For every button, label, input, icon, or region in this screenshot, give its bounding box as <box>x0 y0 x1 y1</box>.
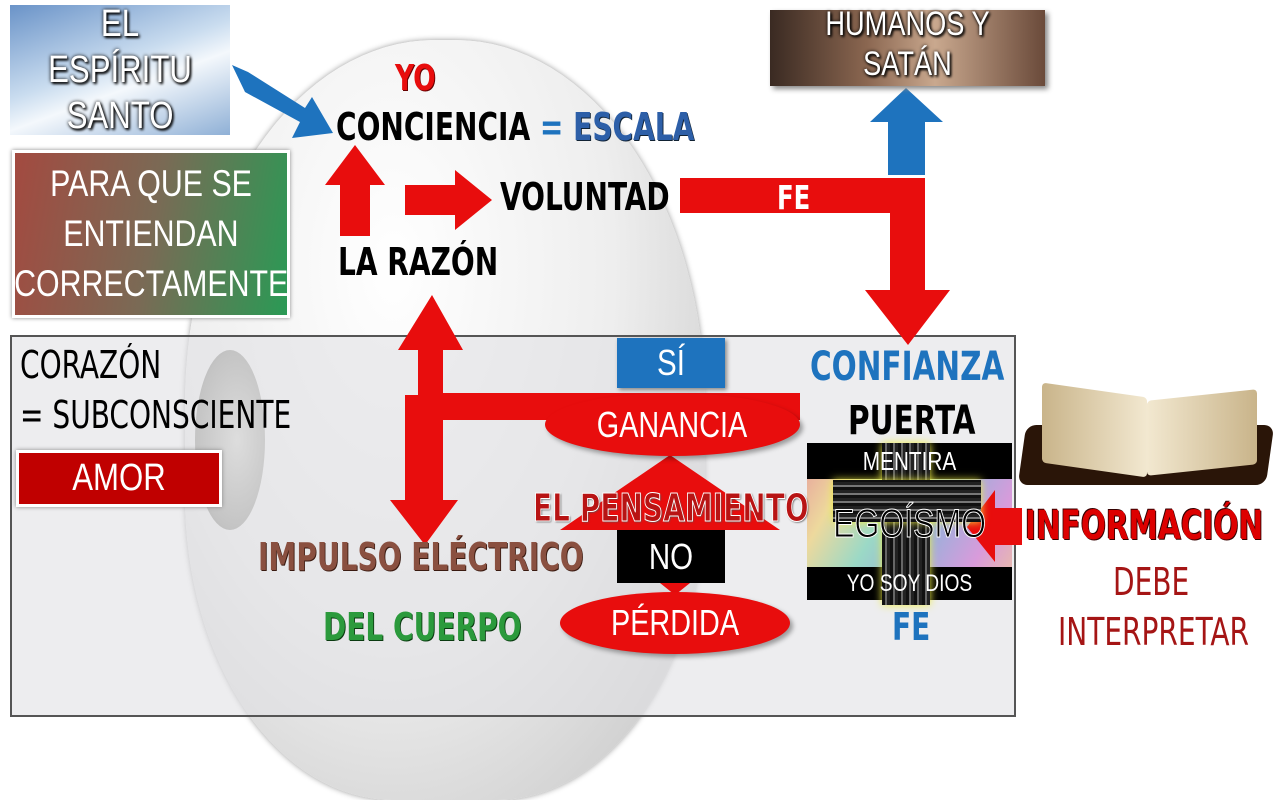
explanation-line1: PARA QUE SE <box>50 163 252 204</box>
explanation-box: PARA QUE SE ENTIENDAN CORRECTAMENTE <box>12 150 290 318</box>
bible-image <box>1017 350 1275 495</box>
heart-label: CORAZÓN <box>20 343 162 387</box>
explanation-line2: ENTIENDAN <box>63 213 239 254</box>
electric-impulse-label: IMPULSO ELÉCTRICO <box>258 535 584 579</box>
subconscious-label: = SUBCONSCIENTE <box>20 393 292 437</box>
loss-label: PÉRDIDA <box>610 602 740 643</box>
loss-ellipse: PÉRDIDA <box>560 592 790 654</box>
yes-box: SÍ <box>617 338 725 388</box>
scale-label: ESCALA <box>573 105 695 149</box>
will-label: VOLUNTAD <box>500 175 670 219</box>
yes-label: SÍ <box>657 342 685 383</box>
faith-band-arrow <box>680 178 950 345</box>
thought-label: EL PENSAMIENTO <box>533 486 810 531</box>
love-label: AMOR <box>72 457 166 499</box>
body-label: DEL CUERPO <box>323 605 522 649</box>
book-pages-left <box>1042 382 1147 478</box>
conscience-label: CONCIENCIA <box>336 105 531 149</box>
gain-label: GANANCIA <box>597 403 748 445</box>
explanation-line3: CORRECTAMENTE <box>13 263 289 304</box>
information-arrow-left <box>967 490 1022 562</box>
door-i-am-god-label: YO SOY DIOS <box>846 569 973 597</box>
humans-satan-label: HUMANOS Y SATÁN <box>825 5 990 83</box>
door-selfishness: EGOÍSMO <box>807 499 1012 549</box>
faith-label: FE <box>892 605 931 649</box>
conscience-line: CONCIENCIA = ESCALA <box>336 105 694 149</box>
faith-band-label: FE <box>777 178 811 217</box>
information-label: INFORMACIÓN <box>1025 503 1264 549</box>
thought-arrow-down <box>660 583 690 595</box>
door-label: PUERTA <box>848 398 976 444</box>
blue-arrow-up-humans <box>870 88 943 175</box>
door-lie-label: MENTIRA <box>862 445 957 476</box>
must-label: DEBE <box>1113 560 1190 604</box>
reason-label: LA RAZÓN <box>338 240 499 284</box>
blue-arrow-spirit <box>232 65 333 138</box>
thought-arrow-up <box>560 455 780 530</box>
interpret-label: INTERPRETAR <box>1058 610 1249 654</box>
holy-spirit-line2: SANTO <box>66 95 174 137</box>
holy-spirit-image: EL ESPÍRITU SANTO <box>10 3 230 137</box>
door-selfishness-label: EGOÍSMO <box>833 501 987 546</box>
arrow-right-will <box>405 170 492 230</box>
trust-label: CONFIANZA <box>810 344 1005 390</box>
door-lie-text: MENTIRA <box>807 443 1012 479</box>
door-i-am-god-text: YO SOY DIOS <box>807 567 1012 600</box>
love-box: AMOR <box>16 450 222 507</box>
equals-sign: = <box>539 105 564 149</box>
humans-satan-image: HUMANOS Y SATÁN <box>770 5 1045 86</box>
gain-ellipse: GANANCIA <box>545 393 800 456</box>
yo-label: YO <box>395 58 436 99</box>
door-image: MENTIRA EGOÍSMO YO SOY DIOS <box>807 443 1012 600</box>
cross-beam <box>833 480 981 522</box>
holy-spirit-line1: EL ESPÍRITU <box>48 3 192 91</box>
cross-icon <box>882 443 930 605</box>
no-label: NO <box>648 535 694 577</box>
no-box: NO <box>617 530 725 583</box>
arrow-up-reason <box>325 145 385 236</box>
book-pages-right <box>1147 389 1257 476</box>
